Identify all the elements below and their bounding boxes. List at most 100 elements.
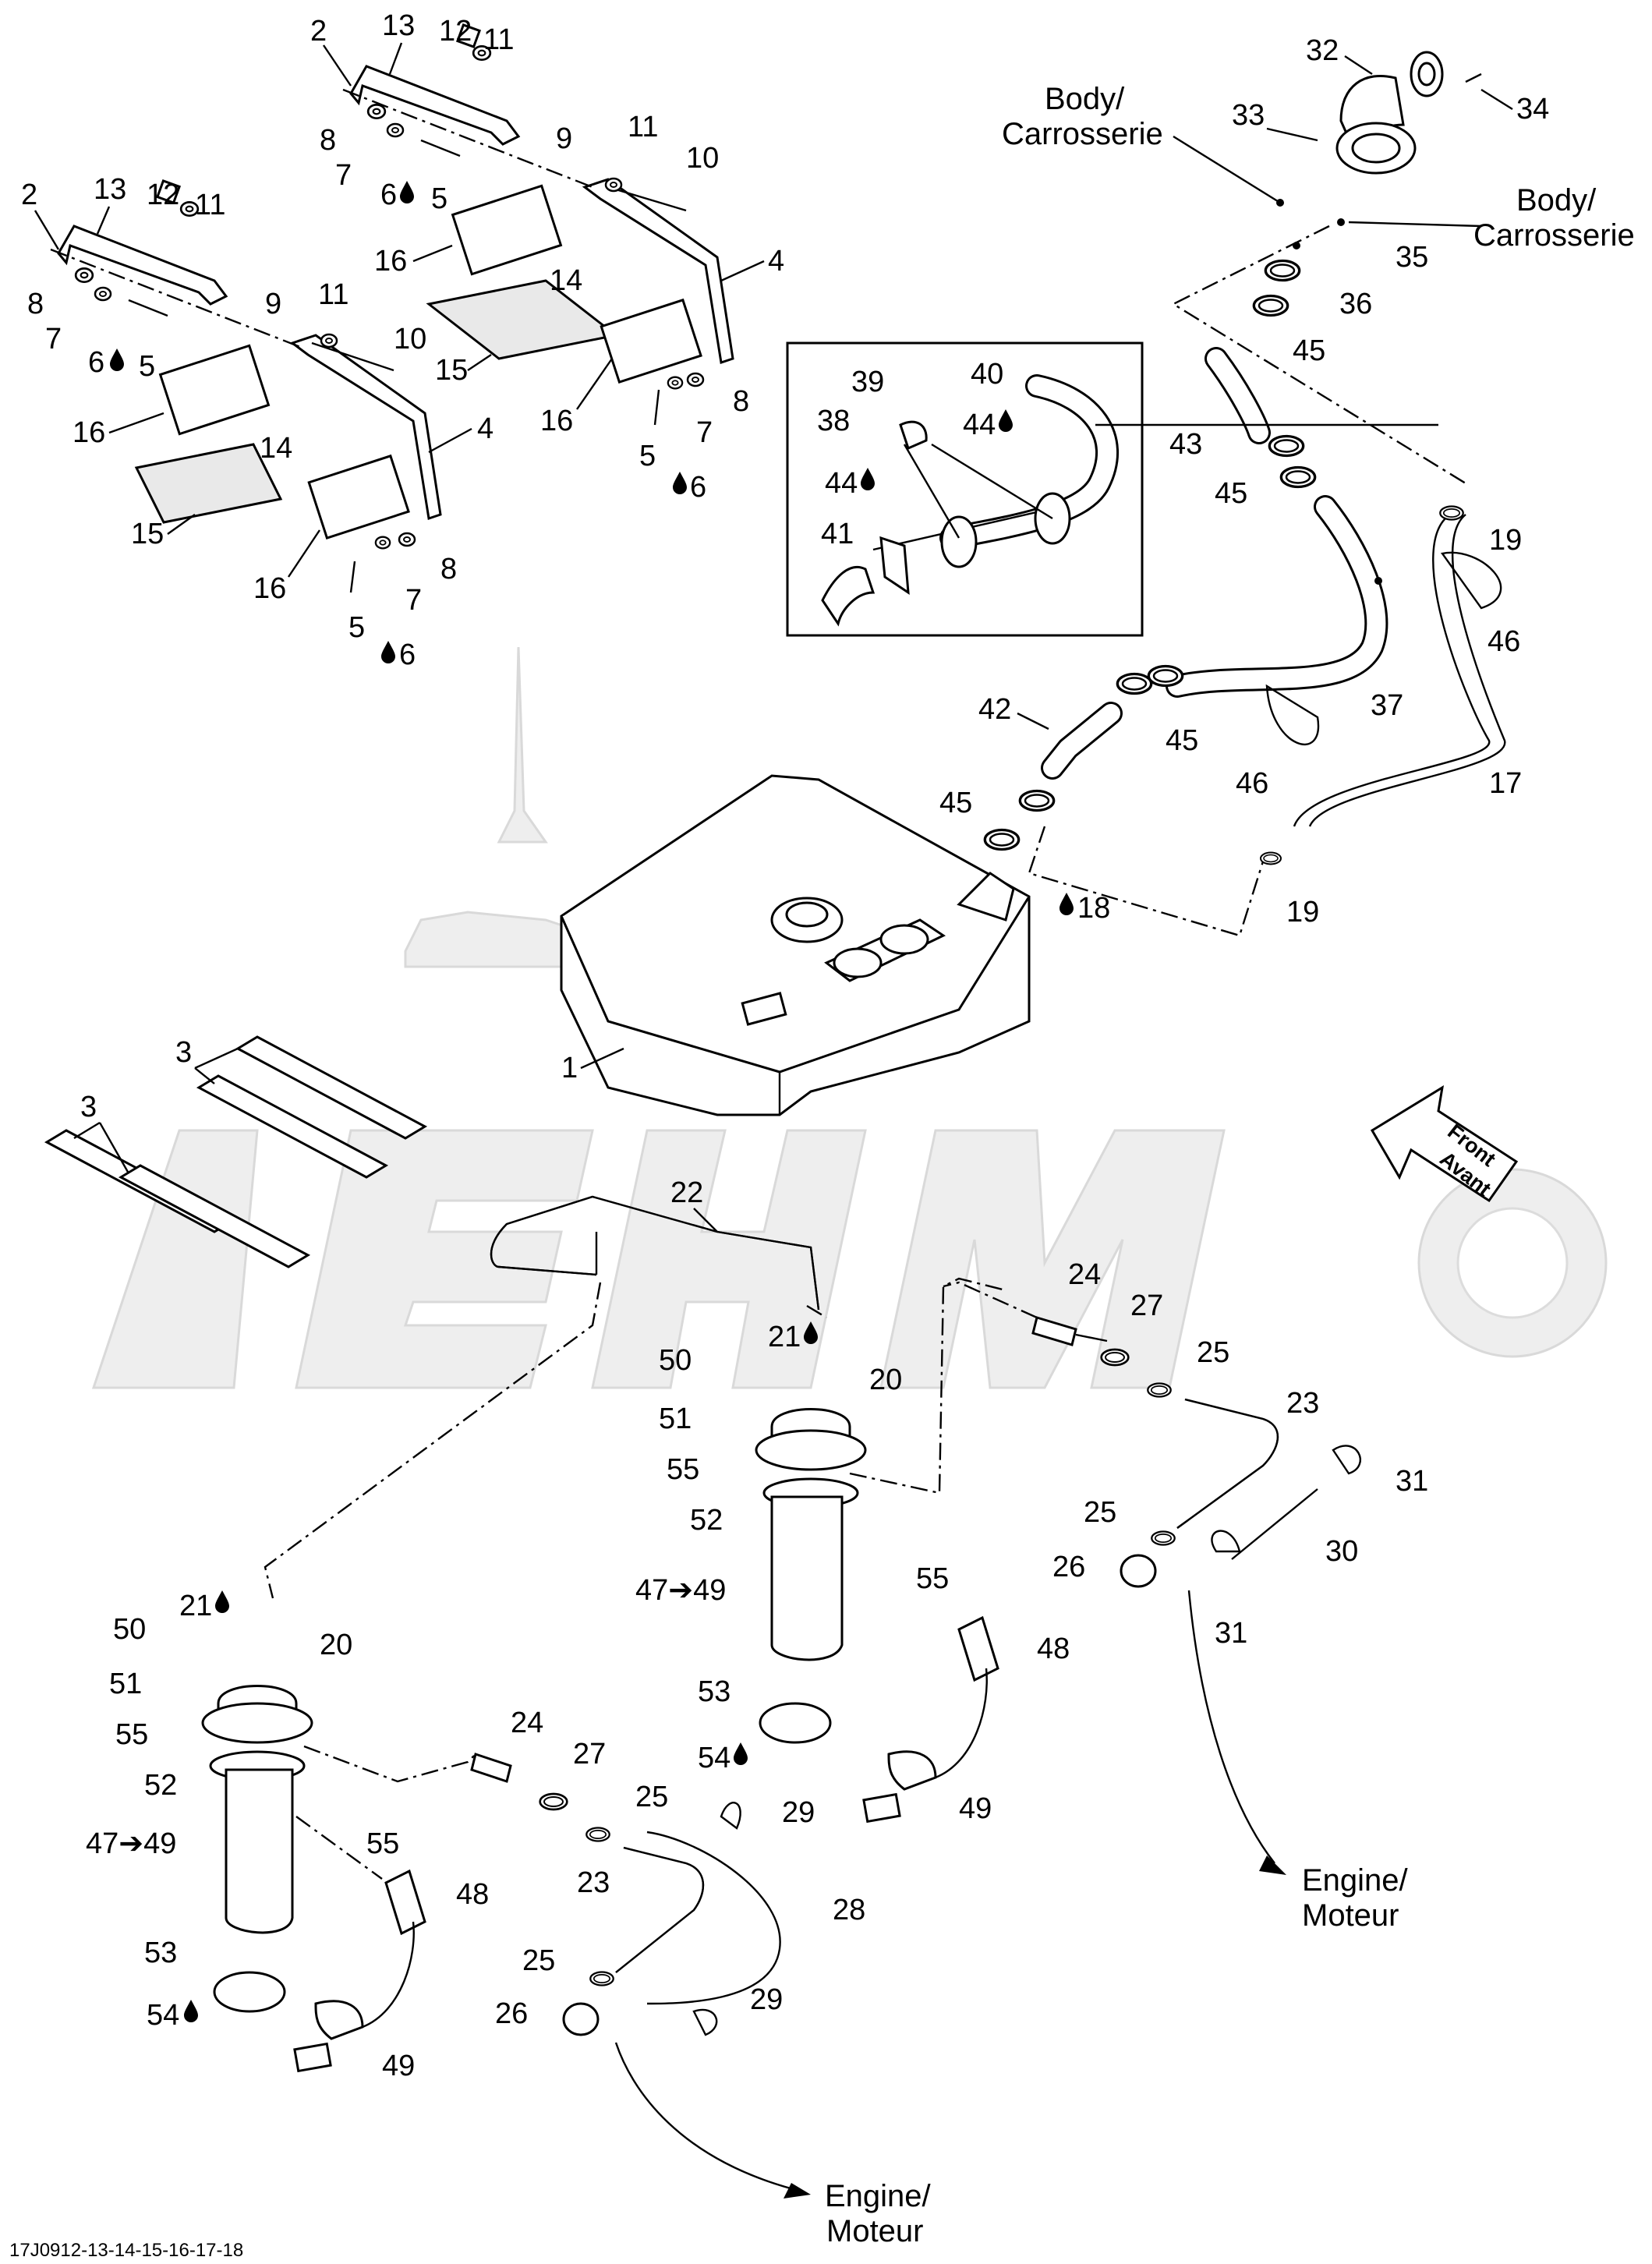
oil-drop-icon xyxy=(400,181,414,203)
callout-18: 18 xyxy=(1077,892,1110,925)
callout-16: 16 xyxy=(374,245,407,278)
callout-23: 23 xyxy=(577,1866,610,1899)
callout-45: 45 xyxy=(939,787,972,819)
body-label-1-line1: Body/ xyxy=(1045,82,1125,116)
callout-15: 15 xyxy=(131,518,164,550)
callout-10: 10 xyxy=(394,323,426,356)
callout-44: 44 xyxy=(825,467,858,500)
callout-16: 16 xyxy=(253,572,286,605)
callout-7: 7 xyxy=(335,159,352,192)
filler-neck-assembly xyxy=(983,51,1506,937)
callout-11: 11 xyxy=(483,23,514,56)
callout-47-49: 47➔49 xyxy=(635,1574,726,1607)
callout-8: 8 xyxy=(320,124,336,157)
callout-12: 12 xyxy=(147,179,179,211)
callout-11: 11 xyxy=(318,278,348,311)
oil-drop-icon xyxy=(734,1742,748,1765)
destination-labels: Body/ Carrosserie Body/ Carrosserie Engi… xyxy=(825,82,1635,2248)
callout-8: 8 xyxy=(440,553,457,585)
callout-27: 27 xyxy=(573,1738,606,1771)
body-label-2-line2: Carrosserie xyxy=(1473,218,1635,253)
callout-48: 48 xyxy=(1037,1633,1070,1665)
engine-label-2-line2: Moteur xyxy=(826,2214,924,2248)
callout-30: 30 xyxy=(1325,1535,1358,1568)
oil-drop-icon xyxy=(110,348,124,371)
callout-6: 6 xyxy=(399,639,416,671)
callout-42: 42 xyxy=(978,693,1011,726)
callout-14: 14 xyxy=(260,432,292,465)
fuel-pump-assemblies xyxy=(201,1195,1006,2073)
callout-25: 25 xyxy=(522,1944,555,1977)
callout-16: 16 xyxy=(540,405,573,437)
callout-33: 33 xyxy=(1232,99,1265,132)
callout-15: 15 xyxy=(435,354,468,387)
callout-24: 24 xyxy=(1068,1258,1101,1291)
callout-46: 46 xyxy=(1488,625,1520,658)
callout-35: 35 xyxy=(1396,241,1428,274)
callout-9: 9 xyxy=(556,122,572,155)
callout-5: 5 xyxy=(639,440,656,472)
engine-label-1-line2: Moteur xyxy=(1302,1898,1399,1933)
body-label-2-line1: Body/ xyxy=(1516,183,1597,218)
callout-29: 29 xyxy=(782,1796,815,1829)
callout-20: 20 xyxy=(320,1629,352,1661)
callout-20: 20 xyxy=(869,1364,902,1396)
callout-55: 55 xyxy=(115,1718,148,1751)
callout-6: 6 xyxy=(690,471,706,504)
oil-drop-icon xyxy=(1059,893,1074,915)
bracket-assembly-right xyxy=(342,23,734,426)
callout-13: 13 xyxy=(94,173,126,206)
callout-19: 19 xyxy=(1286,896,1319,929)
callout-29: 29 xyxy=(750,1983,783,2016)
callout-43: 43 xyxy=(1169,428,1202,461)
callout-55: 55 xyxy=(366,1827,399,1860)
callout-49: 49 xyxy=(959,1792,992,1825)
oil-drop-icon xyxy=(184,2000,198,2022)
callout-47-49: 47➔49 xyxy=(86,1827,176,1860)
callout-26: 26 xyxy=(1052,1551,1085,1583)
callout-2: 2 xyxy=(21,179,37,211)
callout-3: 3 xyxy=(80,1091,97,1123)
callout-19: 19 xyxy=(1489,524,1522,557)
callout-4: 4 xyxy=(768,245,784,278)
callout-24: 24 xyxy=(511,1707,543,1739)
callout-50: 50 xyxy=(113,1613,146,1646)
callout-27: 27 xyxy=(1130,1289,1163,1322)
oil-drop-icon xyxy=(673,472,687,494)
callout-9: 9 xyxy=(265,288,281,320)
front-arrow-icon: Front Avant xyxy=(1370,1085,1519,1203)
callout-2: 2 xyxy=(310,15,327,48)
callout-55: 55 xyxy=(916,1562,949,1595)
callout-53: 53 xyxy=(144,1937,177,1969)
callout-51: 51 xyxy=(659,1403,692,1435)
callout-22: 22 xyxy=(670,1176,703,1209)
callout-52: 52 xyxy=(144,1769,177,1802)
foam-pads xyxy=(44,1035,428,1268)
callout-50: 50 xyxy=(659,1344,692,1377)
callout-34: 34 xyxy=(1516,93,1549,126)
callout-11: 11 xyxy=(195,189,225,221)
callout-45: 45 xyxy=(1293,334,1325,367)
callout-17: 17 xyxy=(1489,767,1522,800)
fuel-lines xyxy=(470,1281,1362,2199)
callout-38: 38 xyxy=(817,405,850,437)
callout-8: 8 xyxy=(27,288,44,320)
callout-21: 21 xyxy=(179,1590,212,1622)
callout-45: 45 xyxy=(1215,477,1247,510)
callout-23: 23 xyxy=(1286,1387,1319,1420)
oil-drop-icon xyxy=(215,1590,229,1613)
callout-7: 7 xyxy=(45,323,62,356)
watermark xyxy=(91,646,1608,1389)
callout-25: 25 xyxy=(635,1781,668,1813)
callout-31: 31 xyxy=(1396,1465,1428,1498)
callout-26: 26 xyxy=(495,1997,528,2030)
callout-21: 21 xyxy=(768,1321,801,1353)
callout-11: 11 xyxy=(628,111,658,143)
callout-46: 46 xyxy=(1236,767,1268,800)
callout-6: 6 xyxy=(88,346,104,379)
callout-3: 3 xyxy=(175,1036,192,1069)
callout-31: 31 xyxy=(1215,1617,1247,1650)
callout-25: 25 xyxy=(1084,1496,1116,1529)
callout-25: 25 xyxy=(1197,1336,1229,1369)
